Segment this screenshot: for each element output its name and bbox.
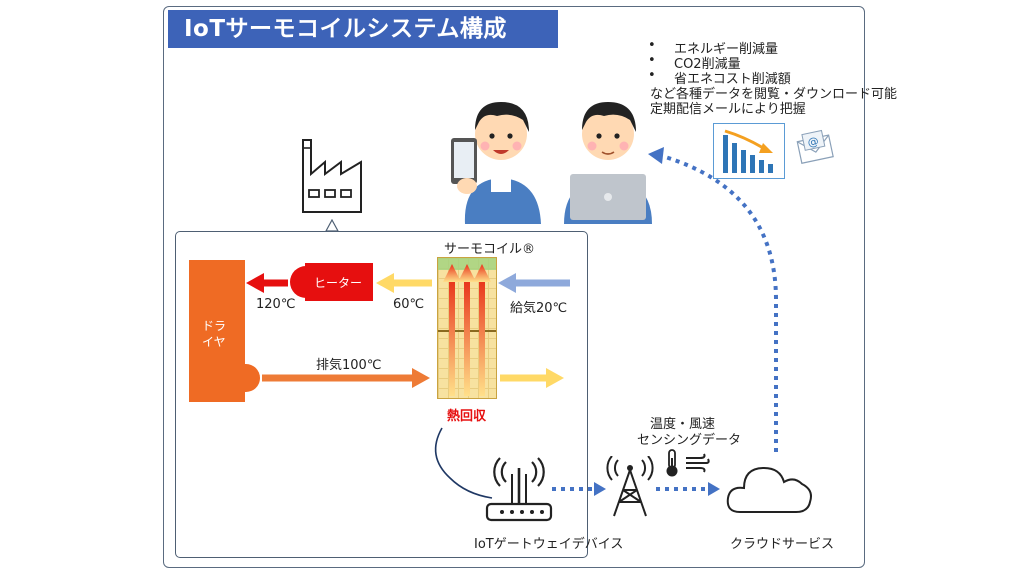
page-title: IoTサーモコイルシステム構成 <box>168 10 558 48</box>
temp-60-label: 60℃ <box>393 297 425 312</box>
thermocoil-label: サーモコイル® <box>444 242 536 257</box>
iot-gateway-label: IoTゲートウェイデバイス <box>474 537 624 552</box>
dryer-label: ドライヤ <box>202 319 227 349</box>
info-mail-note: 定期配信メールにより把握 <box>650 102 806 117</box>
sensing-data-label: センシングデータ <box>637 433 742 448</box>
info-download-note: など各種データを閲覧・ダウンロード可能 <box>650 87 898 102</box>
declining-chart-icon <box>713 123 785 179</box>
iot-gateway-icon <box>485 457 553 522</box>
wind-icon <box>686 453 710 473</box>
cloud-icon <box>726 466 812 513</box>
sensing-title-label: 温度・風速 <box>650 417 716 432</box>
svg-text:@: @ <box>806 134 819 149</box>
temp-120-label: 120℃ <box>256 297 296 312</box>
intake-air-label: 給気20℃ <box>510 301 568 316</box>
person-with-laptop-icon <box>564 102 652 224</box>
info-bullet-cost: 省エネコスト削減額 <box>648 68 791 87</box>
thermometer-icon <box>666 449 678 477</box>
heat-recovery-arrows <box>443 264 491 396</box>
exhaust-air-label: 排気100℃ <box>316 358 382 373</box>
heater-unit <box>305 263 373 301</box>
cell-tower-icon <box>606 456 654 517</box>
dryer-exhaust-port <box>236 364 260 392</box>
email-icon: @ <box>796 129 834 164</box>
cloud-service-label: クラウドサービス <box>730 537 835 552</box>
dryer-unit <box>189 260 245 402</box>
person-with-phone-icon <box>451 102 541 224</box>
system-frame <box>163 6 865 568</box>
heater-label: ヒーター <box>314 276 363 290</box>
factory-icon <box>302 139 362 213</box>
factory-equipment-frame <box>175 231 588 558</box>
heat-recovery-label: 熱回収 <box>447 409 487 424</box>
